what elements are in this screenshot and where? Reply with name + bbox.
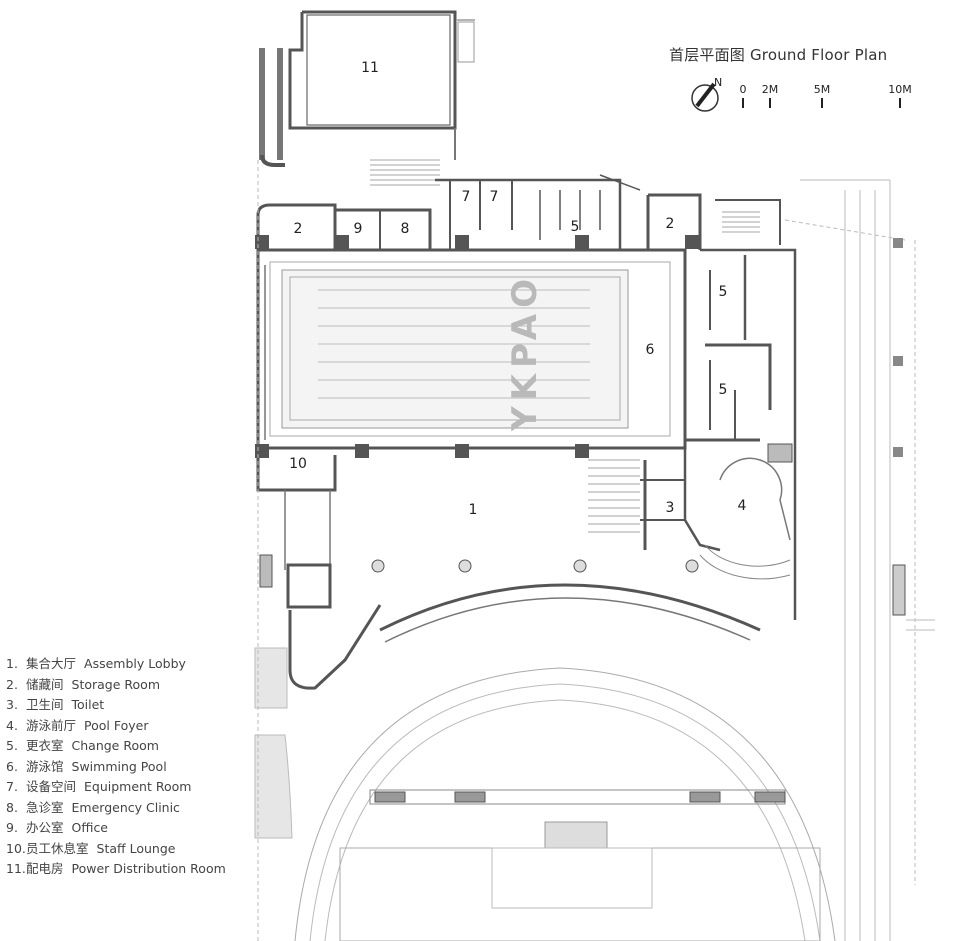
scale-label-0: 0 bbox=[739, 83, 747, 96]
room-label-6: 6 bbox=[645, 342, 655, 358]
scale-label-2m: 2M bbox=[761, 83, 779, 96]
north-label: N bbox=[714, 76, 723, 89]
room-label-1: 1 bbox=[468, 502, 478, 518]
room-label-5-east-upper: 5 bbox=[718, 284, 728, 300]
stair-north bbox=[370, 159, 440, 186]
site-edges bbox=[254, 160, 935, 941]
room-label-4: 4 bbox=[737, 498, 747, 514]
room-label-2-west: 2 bbox=[293, 221, 303, 237]
east-columns bbox=[893, 238, 903, 457]
room-label-10: 10 bbox=[289, 456, 307, 472]
east-change-rooms bbox=[683, 248, 797, 463]
scale-bar bbox=[742, 98, 901, 108]
north-arrow bbox=[691, 82, 719, 112]
plan-title: 首层平面图 Ground Floor Plan bbox=[669, 46, 888, 64]
lobby bbox=[256, 445, 797, 690]
room-label-11: 11 bbox=[361, 60, 379, 76]
room-label-5-north: 5 bbox=[570, 219, 580, 235]
room-label-9: 9 bbox=[353, 221, 363, 237]
room-label-8: 8 bbox=[400, 221, 410, 237]
room-label-5-east-lower: 5 bbox=[718, 382, 728, 398]
pool-marking: YKPAO bbox=[505, 273, 545, 431]
stair-northeast bbox=[722, 211, 760, 233]
north-rooms bbox=[256, 174, 781, 250]
building-power-room bbox=[259, 10, 475, 167]
pool-hall bbox=[255, 235, 699, 458]
room-label-7b: 7 bbox=[489, 189, 499, 205]
south-arc bbox=[294, 583, 836, 941]
scale-label-5m: 5M bbox=[813, 83, 831, 96]
room-label-7a: 7 bbox=[461, 189, 471, 205]
room-label-3: 3 bbox=[665, 500, 675, 516]
scale-label-10m: 10M bbox=[888, 83, 912, 96]
room-label-2-east: 2 bbox=[665, 216, 675, 232]
